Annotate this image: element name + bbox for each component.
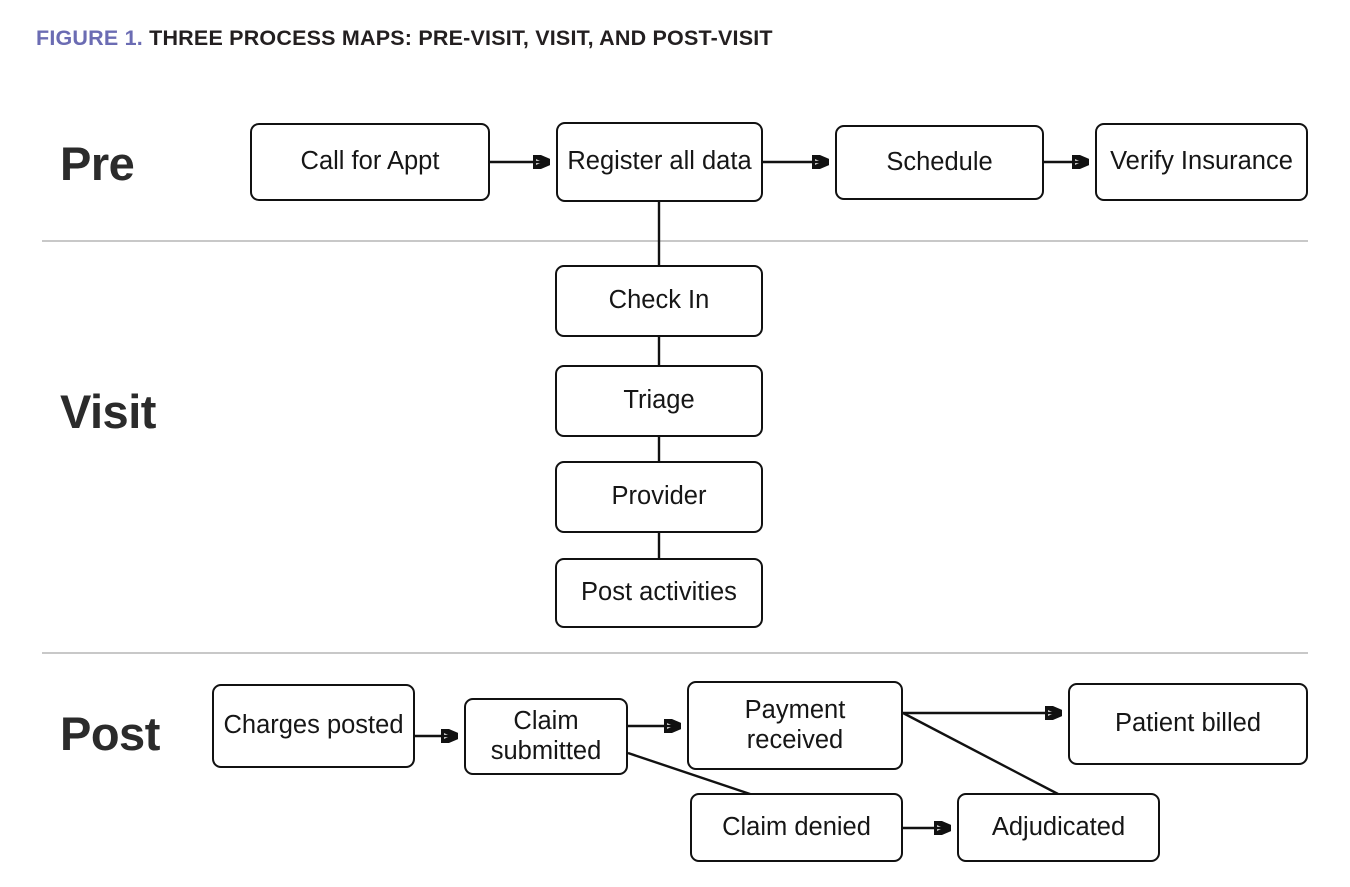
node-schedule[interactable]: Schedule	[835, 125, 1044, 200]
node-label: Schedule	[886, 147, 993, 176]
node-triage[interactable]: Triage	[555, 365, 763, 437]
node-label: Call for Appt	[300, 147, 440, 176]
node-label: Verify Insurance	[1110, 147, 1293, 176]
node-label: Adjudicated	[991, 812, 1126, 841]
node-post-activities[interactable]: Post activities	[555, 558, 763, 628]
node-label: Post activities	[581, 578, 737, 607]
node-label: Provider	[611, 482, 707, 511]
node-check-in[interactable]: Check In	[555, 265, 763, 337]
band-label-pre: Pre	[60, 137, 135, 190]
node-charges-posted[interactable]: Charges posted	[212, 684, 415, 768]
node-claim-denied[interactable]: Claim denied	[690, 793, 903, 862]
node-label: Claim denied	[722, 812, 871, 841]
node-register-all-data[interactable]: Register all data	[556, 122, 763, 202]
edge-payment-to-adjudicated	[902, 711, 1059, 796]
node-label: Payment received	[744, 696, 846, 754]
node-label: Register all data	[567, 147, 752, 176]
node-label: Claim submitted	[490, 707, 602, 765]
node-label: Patient billed	[1114, 709, 1261, 738]
node-call-for-appt[interactable]: Call for Appt	[250, 123, 490, 201]
node-claim-submitted[interactable]: Claim submitted	[464, 698, 628, 775]
band-label-visit: Visit	[60, 385, 156, 438]
node-provider[interactable]: Provider	[555, 461, 763, 533]
node-verify-insurance[interactable]: Verify Insurance	[1095, 123, 1308, 201]
band-label-post: Post	[60, 707, 160, 760]
node-label: Check In	[608, 286, 710, 315]
node-label: Triage	[623, 386, 695, 415]
band-divider-pre-visit	[42, 240, 1308, 242]
band-divider-visit-post	[42, 652, 1308, 654]
figure-number-label: FIGURE 1.	[36, 26, 143, 50]
figure-title: FIGURE 1. THREE PROCESS MAPS: PRE-VISIT,…	[36, 26, 773, 51]
node-patient-billed[interactable]: Patient billed	[1068, 683, 1308, 765]
node-label: Charges posted	[223, 711, 404, 740]
figure-title-text: THREE PROCESS MAPS: PRE-VISIT, VISIT, AN…	[149, 26, 773, 50]
node-payment-received[interactable]: Payment received	[687, 681, 903, 770]
node-adjudicated[interactable]: Adjudicated	[957, 793, 1160, 862]
